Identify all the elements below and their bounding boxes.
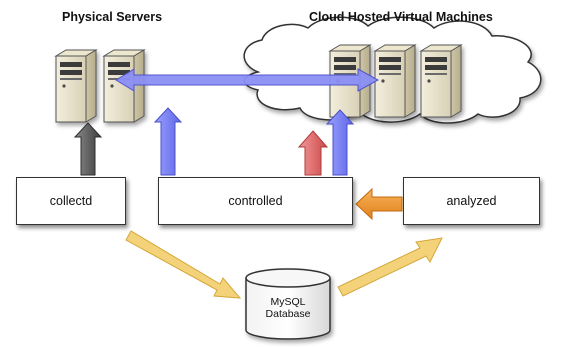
analyzed-box: analyzed [403, 177, 540, 225]
database-label: MySQL Database [246, 296, 330, 320]
collectd-label: collectd [49, 194, 93, 208]
arrow-database-to-analyzed [337, 237, 443, 297]
database-label-line2: Database [265, 308, 311, 320]
collectd-box: collectd [16, 177, 126, 225]
double-arrow-servers-to-vms [115, 68, 380, 92]
cloud-vms-title: Cloud Hosted Virtual Machines [309, 10, 493, 24]
virtual-machine-3 [420, 44, 462, 118]
arrow-analyzed-to-controlled [355, 187, 403, 221]
arrow-collectd-to-servers [73, 122, 103, 176]
database-label-line1: MySQL [270, 296, 306, 308]
physical-servers-title: Physical Servers [62, 10, 163, 24]
arrow-controlled-to-vms-red [297, 130, 329, 176]
physical-server-left [55, 49, 97, 123]
physical-server-right [103, 49, 145, 123]
controlled-label: controlled [228, 194, 283, 208]
arrow-controlled-to-vms-blue [325, 109, 355, 176]
virtual-machine-2 [374, 44, 416, 118]
analyzed-label: analyzed [446, 194, 497, 208]
controlled-box: controlled [158, 177, 353, 225]
arrow-collectd-to-database [125, 230, 242, 299]
arrow-controlled-to-servers [153, 107, 183, 176]
database-icon [245, 268, 331, 340]
